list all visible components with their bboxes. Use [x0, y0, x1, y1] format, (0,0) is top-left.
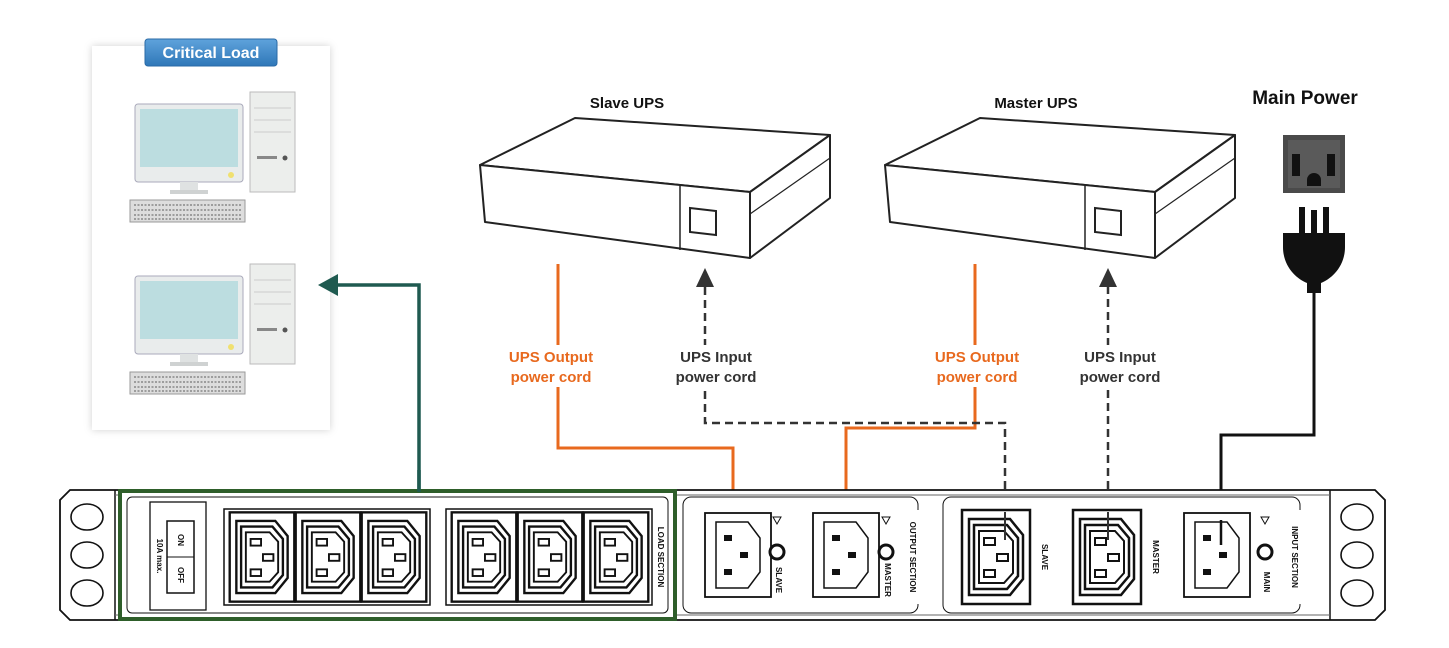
output-section-label: OUTPUT SECTION: [908, 522, 917, 593]
critical-load-badge: [144, 38, 278, 67]
switch-off-label: OFF: [176, 567, 185, 583]
load-section: ON OFF 10A max. LOAD SECTION: [118, 489, 677, 621]
master-output-cord-label-1: UPS Output: [935, 349, 1019, 366]
master-ups-label: Master UPS: [994, 95, 1077, 112]
slave-power-led-icon: [768, 543, 786, 561]
slave-input-arrow-icon: [696, 268, 714, 287]
slave-input-cord-label-1: UPS Input: [680, 349, 752, 366]
load-outlet-3[interactable]: [360, 511, 428, 603]
main-power-cord: [1219, 293, 1316, 525]
power-plug-icon: [1283, 207, 1345, 293]
output-slave-label: SLAVE: [774, 567, 783, 594]
slave-output-cord-label-2: power cord: [511, 369, 592, 386]
master-input-cord-label-2: power cord: [1080, 369, 1161, 386]
input-inlet-slave[interactable]: [960, 508, 1032, 606]
master-ups-icon: [884, 117, 1236, 259]
power-indicator-icon: [772, 516, 782, 526]
input-main-label: MAIN: [1262, 572, 1271, 593]
main-power-label: Main Power: [1252, 88, 1358, 109]
output-outlet-master[interactable]: [812, 512, 880, 598]
power-switch[interactable]: ON OFF: [166, 520, 195, 594]
output-outlet-slave[interactable]: [704, 512, 772, 598]
critical-load-panel: Critical Load: [92, 38, 330, 430]
input-section: SLAVE MASTER MAIN INPUT SECTION: [942, 496, 1302, 614]
main-input-inlet[interactable]: [1183, 512, 1251, 598]
input-master-label: MASTER: [1151, 540, 1160, 574]
master-output-cord: [844, 264, 977, 520]
output-section: SLAVE MASTER OUTPUT SECTION: [682, 496, 920, 614]
breaker-rating-label: 10A max.: [155, 539, 164, 574]
output-master-label: MASTER: [883, 563, 892, 597]
load-outlet-4[interactable]: [450, 511, 518, 603]
slave-ups-icon: [479, 117, 831, 259]
master-input-arrow-icon: [1099, 268, 1117, 287]
power-indicator-icon: [1260, 516, 1270, 526]
slave-output-cord: [556, 264, 735, 520]
load-section-label: LOAD SECTION: [656, 527, 665, 588]
master-output-cord-label-2: power cord: [937, 369, 1018, 386]
load-arrow-icon: [318, 274, 338, 296]
load-outlet-1[interactable]: [228, 511, 296, 603]
switch-on-label: ON: [176, 534, 185, 546]
load-outlet-6[interactable]: [582, 511, 650, 603]
slave-input-cord-label-2: power cord: [676, 369, 757, 386]
critical-load-label: Critical Load: [163, 45, 260, 62]
master-input-cord-label-1: UPS Input: [1084, 349, 1156, 366]
slave-ups-label: Slave UPS: [590, 95, 664, 112]
power-indicator-icon: [881, 516, 891, 526]
pdu: ON OFF 10A max. LOAD SECTION: [59, 489, 1386, 621]
load-outlet-5[interactable]: [516, 511, 584, 603]
load-cord: [336, 283, 421, 492]
right-mount-ear: [1340, 503, 1374, 607]
input-section-label: INPUT SECTION: [1290, 526, 1299, 588]
main-power-led-icon: [1256, 543, 1274, 561]
left-mount-ear: [70, 503, 104, 607]
slave-input-cord: [703, 286, 1007, 515]
master-power-led-icon: [877, 543, 895, 561]
wall-outlet-icon: [1283, 135, 1345, 193]
input-slave-label: SLAVE: [1040, 544, 1049, 571]
slave-output-cord-label-1: UPS Output: [509, 349, 593, 366]
load-outlet-2[interactable]: [294, 511, 362, 603]
